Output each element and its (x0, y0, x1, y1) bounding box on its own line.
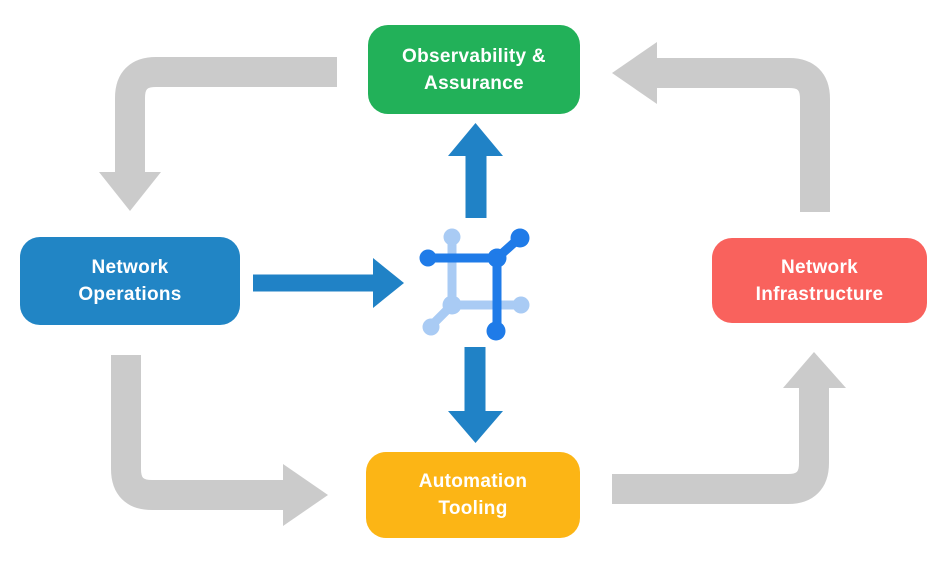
node-observability-assurance: Observability & Assurance (368, 25, 580, 114)
arrow-shaft (612, 388, 829, 504)
network-mesh-icon-dark-strands (419, 228, 530, 341)
arrow-head-down (99, 172, 161, 211)
arrow-infrastructure-to-observability (612, 42, 830, 212)
node-automation-tooling: Automation Tooling (366, 452, 580, 538)
node-label: Automation Tooling (418, 471, 528, 519)
arrow-shaft (115, 57, 337, 174)
network-mesh-icon-light-strands (422, 228, 530, 336)
arrow-automation-to-infrastructure (612, 352, 846, 504)
network-mesh-icon (419, 228, 530, 341)
arrow-head-right (373, 258, 404, 308)
node-label: Network Operations (78, 257, 182, 305)
node-label: Network Infrastructure (755, 256, 884, 305)
arrow-head-left (612, 42, 657, 104)
arrow-shaft (111, 355, 284, 510)
node-label: Observability & Assurance (402, 45, 546, 94)
arrow-shaft (657, 58, 830, 212)
arrow-observability-to-operations (99, 57, 337, 211)
node-network-infrastructure: Network Infrastructure (712, 238, 927, 323)
node-network-operations: Network Operations (20, 237, 240, 325)
arrow-head-up (448, 123, 503, 156)
arrow-operations-to-automation (111, 355, 328, 526)
arrow-operations-to-icon (253, 258, 404, 308)
arrow-head-right (283, 464, 328, 526)
arrow-head-down (448, 411, 503, 443)
arrow-head-up (783, 352, 846, 388)
arrow-icon-to-automation (448, 347, 503, 443)
arrow-icon-to-observability (448, 123, 503, 218)
